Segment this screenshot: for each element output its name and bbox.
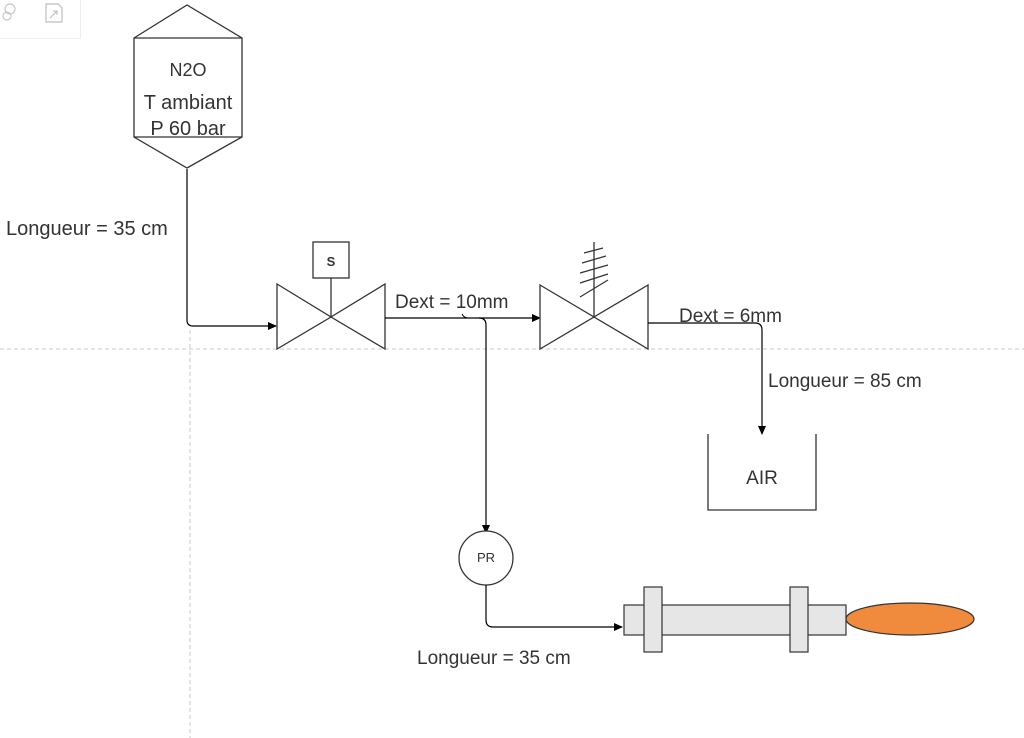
air-outlet[interactable]: AIR xyxy=(707,434,817,511)
label-pipe-dext-main: Dext = 10mm xyxy=(395,292,509,313)
pipe-regulator-to-engine[interactable] xyxy=(485,585,623,631)
engine-flange-right xyxy=(789,586,809,653)
solenoid-actuator-box xyxy=(312,241,350,279)
manual-handwheel-icon[interactable] xyxy=(579,247,609,298)
regulator-label: PR xyxy=(477,550,495,565)
tank-label-line3: P 60 bar xyxy=(150,118,226,140)
pipe-tank-to-solenoid[interactable] xyxy=(186,169,277,330)
label-pipe-dext-vent: Dext = 6mm xyxy=(679,306,782,327)
label-vent-pipe-length: Longueur = 85 cm xyxy=(768,371,922,392)
n2o-tank[interactable]: N2O T ambiant P 60 bar xyxy=(133,4,243,169)
solenoid-valve[interactable]: S xyxy=(276,241,386,351)
pipe-branch-to-regulator[interactable] xyxy=(478,317,490,534)
flame-icon xyxy=(845,602,975,636)
fit-page-icon[interactable] xyxy=(45,3,63,23)
manual-valve[interactable] xyxy=(539,242,649,351)
label-tank-pipe-length: Longueur = 35 cm xyxy=(6,218,168,240)
pipe-manual-valve-to-air[interactable] xyxy=(648,322,766,435)
format-icon[interactable] xyxy=(2,3,16,21)
solenoid-label: S xyxy=(327,254,336,269)
engine-burner[interactable] xyxy=(623,586,975,653)
tank-label-line2: T ambiant xyxy=(144,92,233,114)
tee-junction-mark xyxy=(461,313,469,319)
pressure-regulator[interactable]: PR xyxy=(458,530,514,586)
label-regulator-pipe-length: Longueur = 35 cm xyxy=(417,648,571,669)
air-outlet-label: AIR xyxy=(746,468,778,489)
engine-flange-left xyxy=(643,586,663,653)
toolbar xyxy=(0,0,81,39)
tank-label-line1: N2O xyxy=(169,60,206,80)
